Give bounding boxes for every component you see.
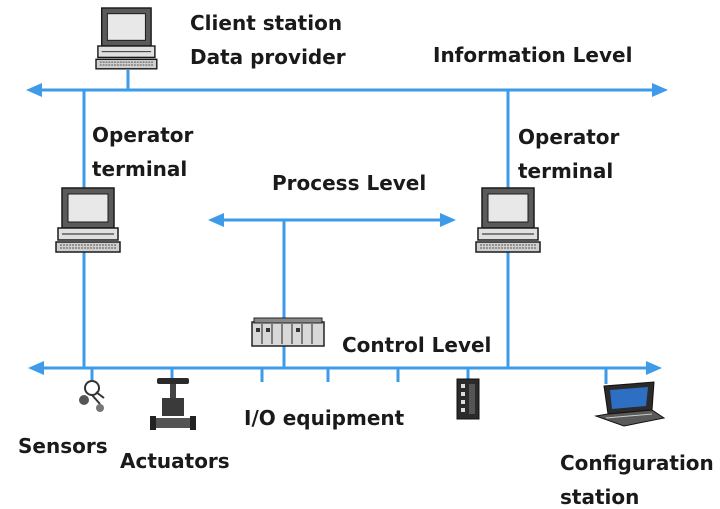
data-provider-label: Data provider (190, 45, 346, 69)
desktop-computer-icon (95, 7, 158, 70)
plc-rack-icon (251, 317, 325, 347)
sensors-label: Sensors (18, 434, 108, 458)
process-level-bus (208, 213, 456, 227)
actuators-label: Actuators (120, 449, 230, 473)
information-level-label: Information Level (433, 43, 632, 67)
desktop-computer-icon (55, 187, 121, 253)
operator-terminal-right-line1: Operator (518, 125, 620, 149)
operator-terminal-left-line1: Operator (92, 123, 194, 147)
station-label: station (560, 485, 639, 509)
operator-terminal-left-line2: terminal (92, 157, 187, 181)
process-level-label: Process Level (272, 171, 426, 195)
control-level-label: Control Level (342, 333, 491, 357)
control-level-bus (28, 361, 662, 375)
valve-actuator-icon (150, 378, 196, 430)
desktop-computer-icon (475, 187, 541, 253)
operator-terminal-right-line2: terminal (518, 159, 613, 183)
io-equipment-label: I/O equipment (244, 406, 405, 430)
sensor-icon (79, 380, 105, 412)
information-level-bus (26, 83, 668, 97)
client-station-label: Client station (190, 11, 342, 35)
laptop-icon (594, 381, 666, 427)
io-module-icon (456, 378, 480, 420)
configuration-label: Configuration (560, 451, 714, 475)
